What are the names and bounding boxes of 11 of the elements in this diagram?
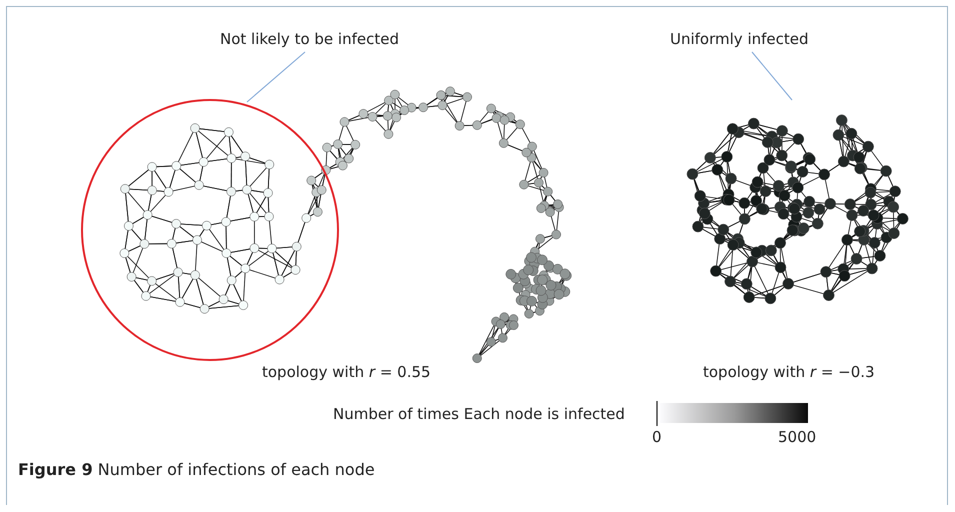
- colorbar-label: Number of times Each node is infected: [333, 405, 625, 423]
- leader-line: [752, 52, 792, 100]
- annotation-text: Not likely to be infected: [220, 30, 399, 48]
- leader-line: [246, 52, 306, 102]
- tick-label: 0: [652, 428, 662, 446]
- axis-caption: topology with r = −0.3: [703, 363, 875, 381]
- figure-caption: Figure 9 Number of infections of each node: [18, 460, 375, 479]
- tick-label: 5000: [778, 428, 816, 446]
- axis-caption: topology with r = 0.55: [262, 363, 431, 381]
- highlight-circle: [80, 98, 340, 362]
- annotation-text: Uniformly infected: [670, 30, 809, 48]
